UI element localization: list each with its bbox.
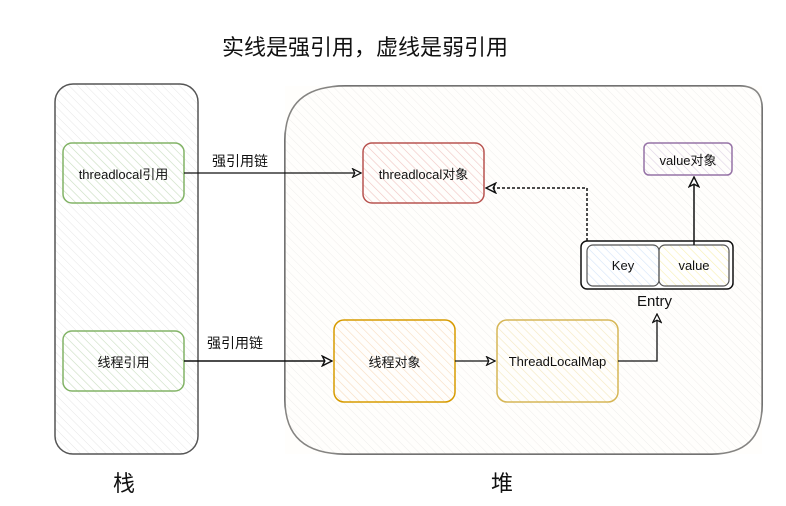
heap-label: 堆 [491, 471, 514, 496]
stack-region [54, 83, 199, 455]
entry-value-label: value [678, 258, 710, 273]
entry-label: Entry [637, 293, 673, 310]
edge-key-to-threadlocal-weak [486, 188, 588, 241]
value-obj-label: value对象 [659, 152, 717, 168]
edge-label-strong-1: 强引用链 [212, 153, 268, 169]
thread-obj-label: 线程对象 [368, 354, 421, 370]
stack-label: 栈 [113, 471, 136, 496]
edge-map-to-entry [618, 314, 657, 362]
thread-ref-label: 线程引用 [97, 354, 150, 370]
value-obj-box [643, 142, 733, 176]
threadlocalmap-label: ThreadLocalMap [508, 353, 607, 369]
diagram-title: 实线是强引用，虚线是弱引用 [222, 35, 509, 60]
threadlocal-obj-label: threadlocal对象 [378, 166, 469, 182]
entry-key-label: Key [611, 258, 635, 273]
threadlocal-ref-label: threadlocal引用 [78, 166, 169, 182]
threadlocal-obj-box [362, 142, 485, 204]
edge-label-strong-2: 强引用链 [207, 335, 263, 351]
